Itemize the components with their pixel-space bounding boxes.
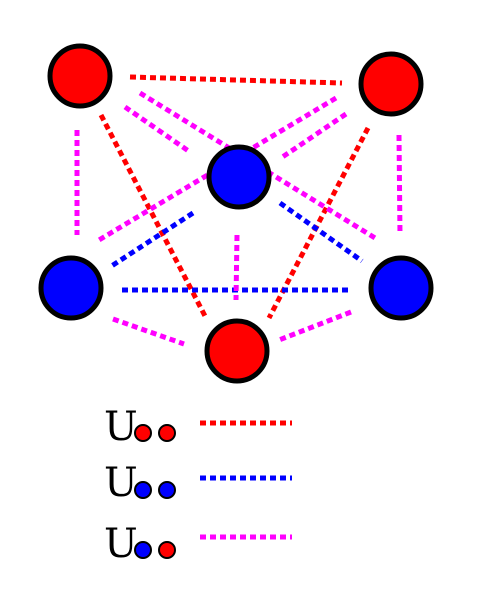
legend-row-red-red: U bbox=[104, 404, 292, 450]
node-red-top-left bbox=[47, 43, 113, 109]
nodes-layer bbox=[38, 43, 434, 384]
node-red-top-right bbox=[358, 51, 424, 117]
legend: U U U bbox=[104, 404, 292, 567]
edge-blue-red-top-right-center bbox=[279, 111, 348, 161]
edge-blue-red-mid-left-bottom bbox=[112, 316, 185, 347]
node-red-bottom bbox=[204, 318, 270, 384]
edge-blue-red-top-right-mid-left bbox=[97, 95, 338, 243]
legend-symbol: U bbox=[104, 460, 138, 506]
legend-dot-blue bbox=[134, 481, 152, 499]
legend-dot-red bbox=[158, 541, 176, 559]
edge-blue-blue-center-mid-left bbox=[108, 210, 195, 270]
edge-blue-red-center-bottom bbox=[233, 234, 240, 301]
legend-row-blue-red: U bbox=[104, 521, 292, 567]
edges-layer bbox=[74, 74, 403, 347]
legend-symbol: U bbox=[104, 521, 138, 567]
legend-dot-blue bbox=[158, 481, 176, 499]
edge-red-red-top-left-top-right bbox=[129, 74, 343, 86]
edge-blue-blue-center-mid-right bbox=[278, 200, 364, 264]
legend-dot-red bbox=[134, 424, 152, 442]
node-blue-mid-right bbox=[368, 255, 434, 321]
legend-dot-blue bbox=[134, 541, 152, 559]
edge-blue-red-top-left-mid-right bbox=[138, 90, 377, 241]
edge-red-red-top-right-bottom bbox=[266, 126, 371, 320]
edge-blue-red-top-left-center bbox=[123, 104, 192, 155]
node-blue-center bbox=[206, 144, 272, 210]
legend-symbol: U bbox=[104, 404, 138, 450]
legend-row-blue-blue: U bbox=[104, 460, 292, 506]
edge-blue-red-mid-right-bottom bbox=[278, 309, 352, 343]
edge-blue-red-top-right-mid-right bbox=[396, 134, 403, 236]
node-blue-mid-left bbox=[38, 255, 104, 321]
legend-dot-red bbox=[158, 424, 176, 442]
edge-red-red-top-left-bottom bbox=[98, 113, 208, 318]
